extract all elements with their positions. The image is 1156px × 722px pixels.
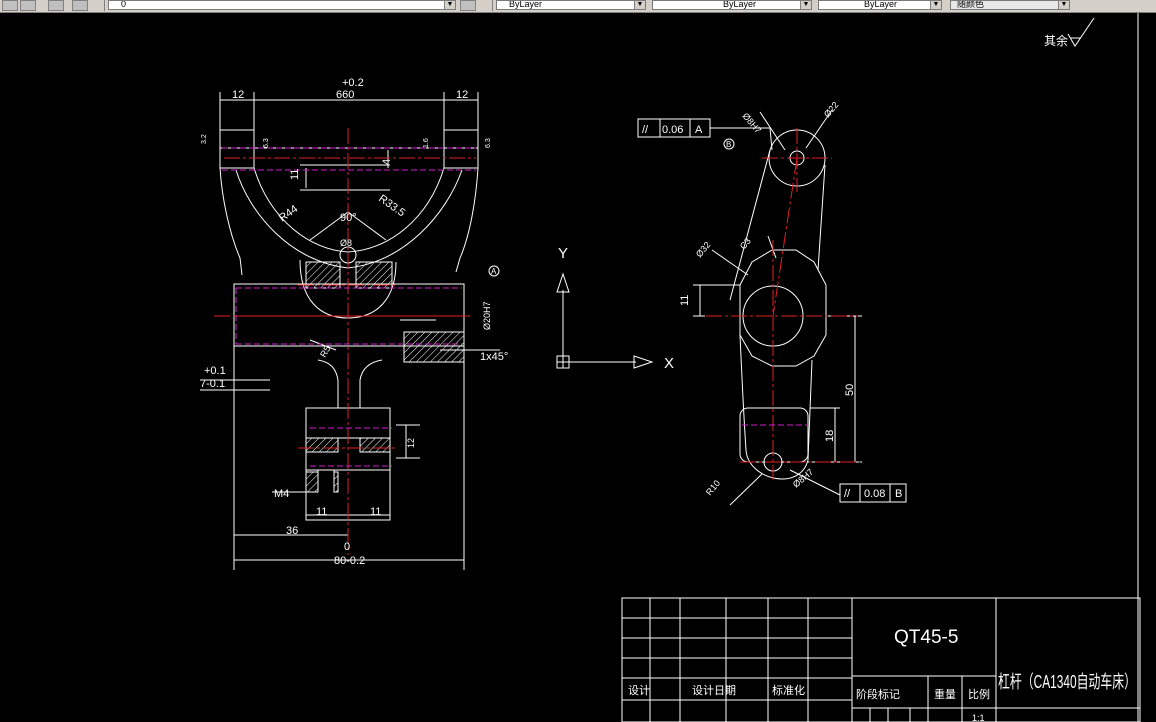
surface-note: 其余 <box>1044 33 1068 48</box>
layer-state-button[interactable] <box>20 0 36 11</box>
dim-top-center: 660 <box>336 89 354 101</box>
material-text: QT45-5 <box>894 627 958 648</box>
side-view <box>637 109 907 506</box>
radius-r33: R33.5 <box>376 193 407 220</box>
gtol-a-val: 0.06 <box>662 124 683 136</box>
layer-match-button[interactable] <box>460 0 476 11</box>
tb-weight: 重量 <box>934 687 956 701</box>
thread-m4: M4 <box>274 488 289 500</box>
tb-scale-value: 1:1 <box>972 713 985 722</box>
tb-design: 设计 <box>628 684 650 697</box>
bore-20h7: Ø20H7 <box>482 301 492 330</box>
r10: R10 <box>704 478 722 497</box>
dim-12: 12 <box>406 438 416 448</box>
c3: C3 <box>738 236 753 251</box>
properties-toolbar: 0 ▼ ByLayer ▼ ByLayer ▼ ByLayer ▼ 随颜色 ▼ <box>0 0 1156 13</box>
ucs-x-label: X <box>664 355 674 372</box>
dim-36: 36 <box>286 525 298 537</box>
part-name: 杠杆（CA1340自动车床） <box>998 672 1136 692</box>
plotstyle-combo[interactable]: 随颜色 ▼ <box>950 0 1070 10</box>
color-combo[interactable]: ByLayer ▼ <box>496 0 646 10</box>
chamfer: 1x45° <box>480 351 508 363</box>
dim-tol-top: +0.2 <box>342 77 364 89</box>
tol-plus: +0.1 <box>204 365 226 377</box>
datum-b-circle <box>723 138 735 150</box>
chevron-down-icon[interactable]: ▼ <box>634 1 645 9</box>
roughness-d: 6.3 <box>485 138 492 148</box>
title-block <box>621 597 1141 722</box>
tol-minus: 7-0.1 <box>200 378 225 390</box>
bore-top: Ø8H7 <box>740 111 763 135</box>
datum-b: B <box>726 140 731 149</box>
tb-design-date: 设计日期 <box>692 684 736 697</box>
dia-22: Ø22 <box>822 100 841 119</box>
layer-combo-value: 0 <box>121 0 127 9</box>
gtol-b-val: 0.08 <box>864 488 885 500</box>
roughness-b: 6.3 <box>263 138 270 148</box>
dim-11b: 11 <box>370 506 381 518</box>
hidden-lines-left <box>222 147 476 467</box>
tb-standardize: 标准化 <box>772 683 805 697</box>
section-hatch <box>305 261 465 493</box>
dim-11-right: 11 <box>679 295 691 306</box>
bore-8: Ø8 <box>340 238 352 248</box>
lineweight-combo[interactable]: ByLayer ▼ <box>818 0 942 10</box>
gtol-a-sym: // <box>642 124 649 136</box>
angle-90: 90° <box>340 212 357 224</box>
drawing-canvas[interactable]: 其余 <box>0 13 1156 722</box>
dim-top-right: 12 <box>456 89 468 101</box>
front-view <box>200 92 500 570</box>
plotstyle-combo-value: 随颜色 <box>957 0 985 9</box>
color-combo-value: ByLayer <box>509 0 543 9</box>
chevron-down-icon[interactable]: ▼ <box>1058 1 1069 9</box>
dim-zero: 0 <box>344 541 350 553</box>
datum-a: A <box>491 267 497 276</box>
chevron-down-icon[interactable]: ▼ <box>800 1 811 9</box>
dim-11a: 11 <box>316 506 327 518</box>
dim-18: 18 <box>824 430 836 442</box>
gtol-a-ref: A <box>695 124 703 136</box>
roughness-a: 3.2 <box>201 134 208 144</box>
make-current-button[interactable] <box>48 0 64 11</box>
gtol-b-sym: // <box>844 488 851 500</box>
center-lines-left <box>214 128 476 555</box>
center-lines-right <box>706 128 860 480</box>
dim-4: 4 <box>381 159 393 165</box>
linetype-combo-value: ByLayer <box>723 0 757 9</box>
dim-50: 50 <box>844 384 856 396</box>
layer-previous-button[interactable] <box>72 0 88 11</box>
lineweight-combo-value: ByLayer <box>864 0 898 9</box>
radius-r5: R5 <box>318 344 332 359</box>
dim-top-left: 12 <box>232 89 244 101</box>
ucs-y-label: Y <box>558 245 568 262</box>
linetype-combo[interactable]: ByLayer ▼ <box>652 0 812 10</box>
layer-combo[interactable]: 0 ▼ <box>108 0 456 10</box>
roughness-c: 1.6 <box>423 138 430 148</box>
chevron-down-icon[interactable]: ▼ <box>930 1 941 9</box>
tb-stage-mark: 阶段标记 <box>856 687 900 701</box>
layer-manager-button[interactable] <box>2 0 18 11</box>
roughness-symbol <box>1067 17 1095 47</box>
tb-scale: 比例 <box>968 687 990 701</box>
dia-32: Ø32 <box>694 240 713 259</box>
gtol-b-ref: B <box>895 488 902 500</box>
radius-r44: R44 <box>277 203 300 224</box>
chevron-down-icon[interactable]: ▼ <box>444 1 455 9</box>
dim-11: 11 <box>289 169 301 180</box>
ucs-icon <box>556 272 654 369</box>
dim-80: 80-0.2 <box>334 555 365 567</box>
datum-a-circle <box>488 265 500 277</box>
